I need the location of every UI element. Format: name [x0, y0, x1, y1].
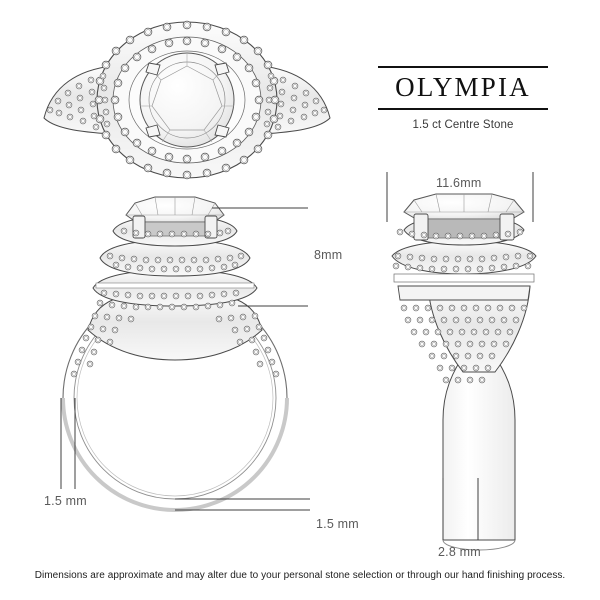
dimension-label-band-thickness: 1.5 mm — [44, 494, 87, 508]
dimension-leader-height — [212, 207, 308, 307]
dimension-label-head-width: 11.6mm — [436, 176, 482, 190]
footer-disclaimer: Dimensions are approximate and may alter… — [34, 570, 566, 581]
side-profile-ring — [386, 172, 537, 551]
top-view-ring — [43, 20, 331, 180]
centre-stone-subtitle: 1.5 ct Centre Stone — [412, 119, 514, 131]
dimension-label-band-width: 1.5 mm — [316, 517, 359, 531]
dimension-leader-band-bottom — [175, 498, 310, 511]
dimension-leader-shank — [442, 478, 479, 540]
title-rule-top — [378, 66, 548, 68]
front-elevation-ring — [60, 196, 310, 512]
dimension-leader-band-left — [60, 398, 76, 489]
title-rule-bottom — [378, 108, 548, 110]
dimension-label-head-height: 8mm — [314, 248, 343, 262]
brand-title: OLYMPIA — [395, 72, 531, 102]
dimension-leader-width — [386, 172, 534, 222]
dimension-label-shank-thickness: 2.8 mm — [438, 545, 481, 559]
title-block: OLYMPIA 1.5 ct Centre Stone — [378, 66, 548, 131]
